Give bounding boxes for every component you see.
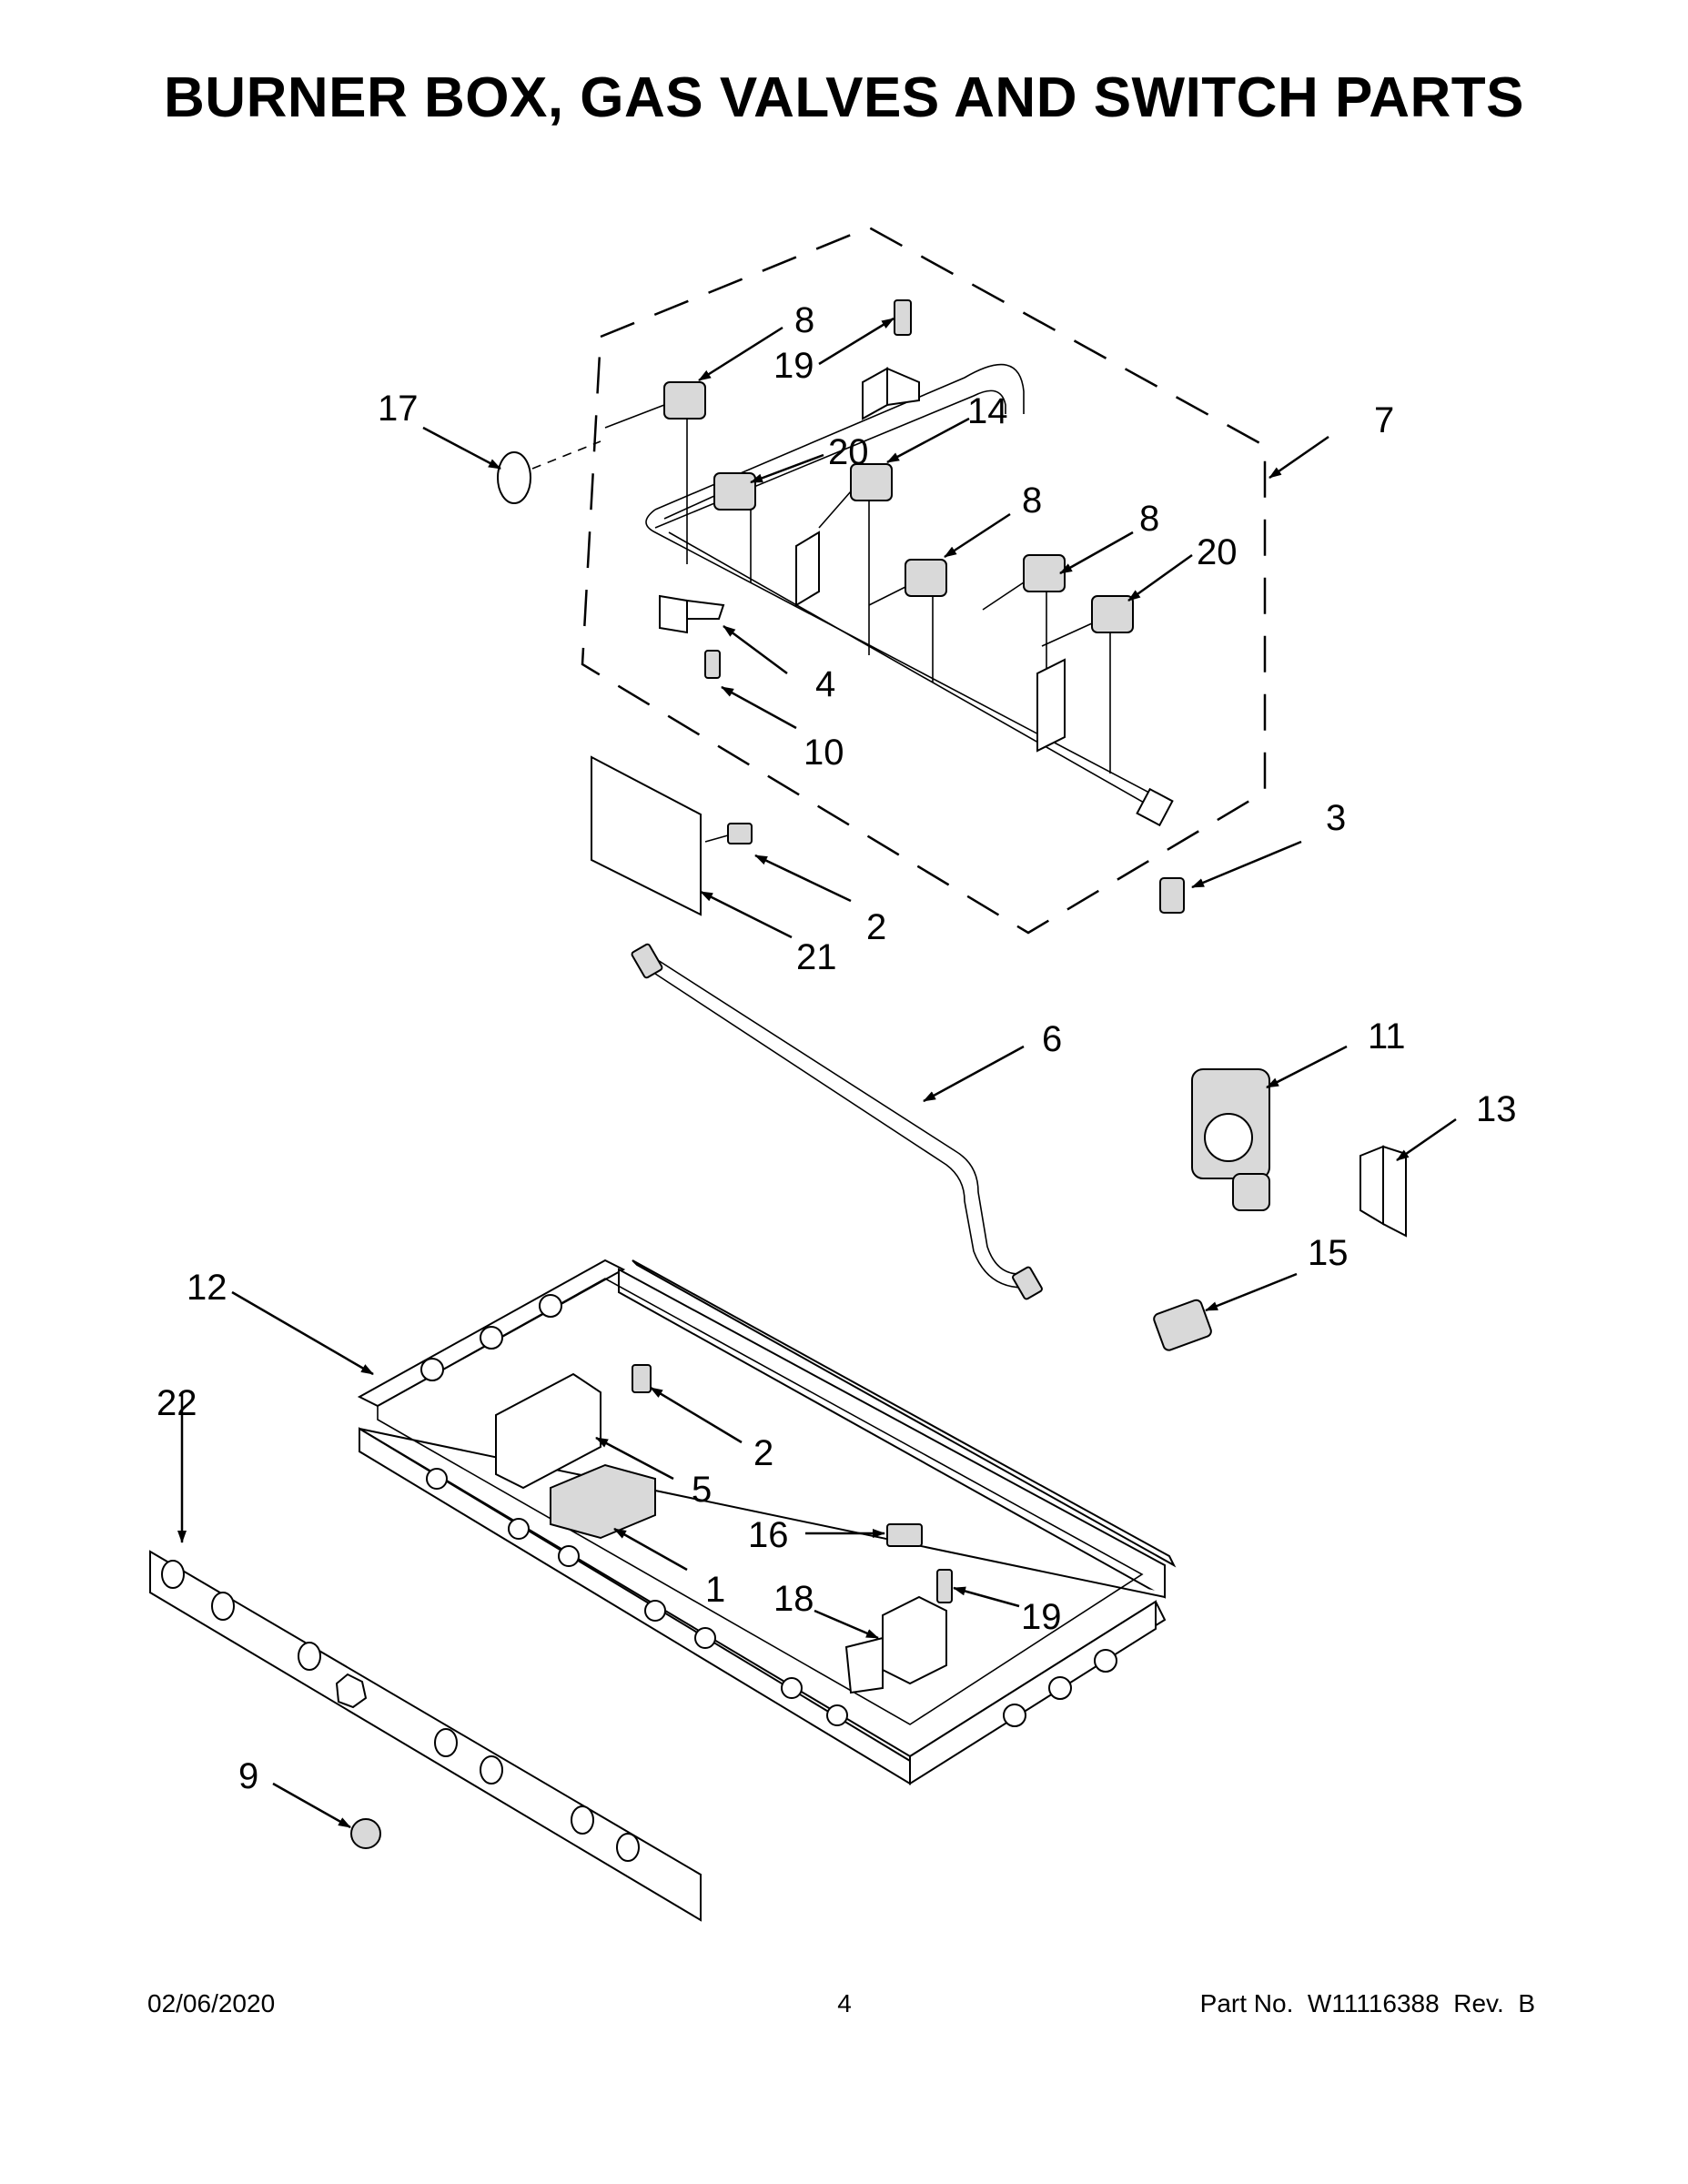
footer-part-number: Part No. W11116388 Rev. B xyxy=(1199,1989,1535,2017)
gas-valve-6 xyxy=(1041,595,1134,774)
callout-18: 18 xyxy=(773,1579,814,1619)
callout-15: 15 xyxy=(1308,1233,1349,1273)
switch-block-1 xyxy=(550,1463,656,1540)
fitting-15 xyxy=(1153,1299,1212,1351)
callout-12: 12 xyxy=(187,1268,227,1308)
callout-20a: 20 xyxy=(828,432,869,472)
bracket-13 xyxy=(1359,1145,1407,1238)
callout-21: 21 xyxy=(796,937,837,977)
cover-plate-21 xyxy=(591,755,702,916)
manifold-tube xyxy=(645,363,1174,827)
callout-2a: 2 xyxy=(866,907,886,947)
callout-19b: 19 xyxy=(1021,1597,1062,1637)
disc-17 xyxy=(497,440,601,504)
callout-20b: 20 xyxy=(1197,532,1238,572)
page-title: BURNER BOX, GAS VALVES AND SWITCH PARTS xyxy=(164,66,1524,129)
callout-8a: 8 xyxy=(794,300,814,340)
callout-14: 14 xyxy=(967,391,1008,431)
callout-5: 5 xyxy=(692,1470,712,1510)
callout-9: 9 xyxy=(238,1756,258,1796)
regulator-11 xyxy=(1191,1068,1270,1211)
callout-labels: 8 19 17 20 14 7 8 8 20 4 10 3 2 21 6 11 … xyxy=(157,300,1517,1796)
valve-bracket-top xyxy=(862,367,920,420)
gas-valve-4 xyxy=(868,559,947,682)
switch-16 xyxy=(886,1523,923,1547)
footer-date: 02/06/2020 xyxy=(147,1989,276,2017)
gas-tube-6 xyxy=(631,943,1043,1300)
valve-bracket-lower xyxy=(1036,658,1066,753)
screw-10 xyxy=(704,650,721,679)
burner-box-dashed-outline xyxy=(581,226,1267,935)
callout-3: 3 xyxy=(1326,798,1346,838)
callout-19a: 19 xyxy=(773,346,814,386)
callout-7: 7 xyxy=(1374,400,1394,440)
callout-1: 1 xyxy=(705,1570,725,1610)
front-panel-22 xyxy=(149,1550,702,1922)
switch-bracket-4 xyxy=(659,594,725,634)
callout-17: 17 xyxy=(378,389,419,429)
knob-9 xyxy=(350,1818,381,1849)
fitting-3 xyxy=(1159,877,1185,914)
gas-valve-2 xyxy=(663,472,756,582)
gas-valve-3 xyxy=(818,463,893,655)
callout-22: 22 xyxy=(157,1383,197,1423)
callout-11: 11 xyxy=(1368,1016,1406,1057)
screw-19-top xyxy=(894,299,912,336)
leader-arrows xyxy=(177,317,1457,1829)
control-board-5 xyxy=(495,1372,601,1490)
callout-6: 6 xyxy=(1042,1019,1062,1059)
gas-valve-1 xyxy=(604,381,706,564)
screw-2-lower xyxy=(632,1364,652,1393)
callout-16: 16 xyxy=(748,1515,789,1555)
gas-valve-5 xyxy=(982,554,1066,737)
callout-2b: 2 xyxy=(753,1433,773,1473)
callout-10: 10 xyxy=(804,733,844,773)
callout-13: 13 xyxy=(1476,1089,1517,1129)
callout-8c: 8 xyxy=(1139,499,1159,539)
bracket-18 xyxy=(844,1595,947,1694)
screw-2-upper xyxy=(704,823,753,844)
valve-bracket-middle xyxy=(795,531,820,607)
callout-4: 4 xyxy=(815,664,835,704)
footer-page-number: 4 xyxy=(837,1989,852,2017)
burner-box-base-12 xyxy=(357,1259,1177,1785)
screw-19-lower xyxy=(936,1569,953,1603)
callout-8b: 8 xyxy=(1022,480,1042,521)
